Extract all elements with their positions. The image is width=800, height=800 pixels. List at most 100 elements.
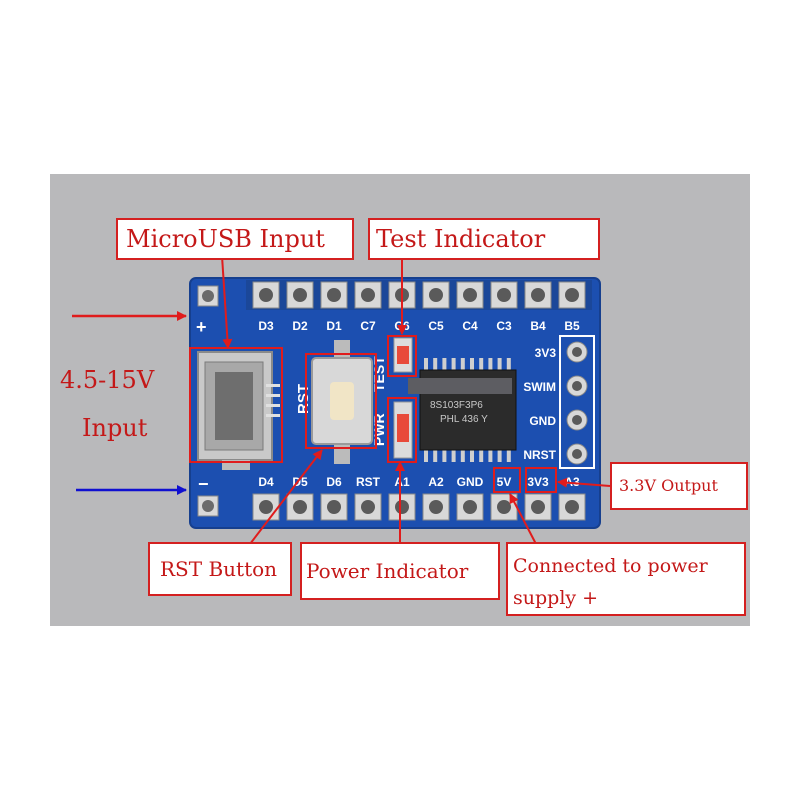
chip-pin [479, 450, 484, 462]
chip-pin [433, 450, 438, 462]
top-pin-hole [497, 288, 511, 302]
bottom-pin-pad [388, 493, 416, 521]
top-pin-label: C5 [428, 319, 444, 333]
top-pin-pad [524, 281, 552, 309]
right-pin-label: GND [529, 414, 556, 428]
top-pin-pad [320, 281, 348, 309]
test-led-highlight-box [387, 335, 417, 377]
right-pin-hole [572, 415, 582, 425]
chip-pin [497, 450, 502, 462]
top-pin-hole [361, 288, 375, 302]
chip-marking-2: PHL 436 Y [440, 414, 488, 425]
connected-line-1: Connected to power [513, 555, 708, 577]
top-pin-label: B4 [530, 319, 546, 333]
right-pin-label: SWIM [523, 380, 556, 394]
pin-3v3-highlight-box [525, 467, 557, 493]
supply-leader [509, 493, 537, 545]
chip-pin [506, 450, 511, 462]
chip-pin [424, 450, 428, 462]
chip-pin [479, 358, 484, 370]
chip-pin [433, 358, 438, 370]
top-pin-hole [463, 288, 477, 302]
bottom-pin-label: A3 [564, 475, 580, 489]
bottom-pin-hole [463, 500, 477, 514]
bottom-pin-label: A1 [394, 475, 410, 489]
right-pin-hole [572, 381, 582, 391]
rst-button-label: RST Button [148, 542, 292, 596]
bottom-pin-label: D5 [292, 475, 308, 489]
led-pwr [393, 401, 413, 459]
power-indicator-label: Power Indicator [300, 542, 500, 600]
pin-5v-highlight-box [493, 467, 521, 493]
chip-pin [451, 358, 456, 370]
bottom-pin-hole [565, 500, 579, 514]
chip-pin [460, 450, 465, 462]
bottom-pin-hole [327, 500, 341, 514]
chip-pin [506, 358, 511, 370]
test-silk-label: TEST [371, 356, 387, 392]
bottom-pin-hole [429, 500, 443, 514]
top-pin-label: D1 [326, 319, 342, 333]
top-pin-label: C4 [462, 319, 478, 333]
bottom-pin-label: 3V3 [527, 475, 549, 489]
usb-highlight-box [189, 347, 283, 463]
top-pin-hole [565, 288, 579, 302]
top-pin-label: B5 [564, 319, 580, 333]
input-voltage-label: 4.5-15V [60, 366, 155, 394]
connected-supply-label: Connected to power supply + [506, 542, 746, 616]
connected-line-2: supply + [513, 587, 599, 609]
chip-pin [470, 450, 474, 462]
chip-pin [488, 450, 493, 462]
minus-sign: − [198, 474, 209, 494]
top-pin-label: D2 [292, 319, 308, 333]
chip-marking-1: 8S103F3P6 [430, 400, 483, 411]
bottom-pin-hole [395, 500, 409, 514]
top-pin-pad [252, 281, 280, 309]
bottom-pin-pad [524, 493, 552, 521]
plus-sign: + [196, 317, 207, 337]
microusb-input-label: MicroUSB Input [116, 218, 354, 260]
top-pin-hole [327, 288, 341, 302]
mcu-chip: 8S103F3P6 PHL 436 Y [408, 358, 517, 462]
top-pin-hole [429, 288, 443, 302]
chip-pin [451, 450, 456, 462]
top-pin-label: C3 [496, 319, 512, 333]
top-header: D3D2D1C7C6C5C4C3B4B5 [246, 280, 592, 333]
led-test [393, 337, 413, 373]
chip-pin [488, 358, 493, 370]
bottom-pin-hole [293, 500, 307, 514]
bottom-pin-label: GND [457, 475, 484, 489]
input-word-label: Input [82, 414, 148, 442]
right-pin-hole [572, 347, 582, 357]
right-pin-label: 3V3 [535, 346, 557, 360]
chip-pin [460, 358, 465, 370]
chip-pin [424, 358, 428, 370]
bottom-header: D4 D5 D6 RST A1 A2 GND 5V 3V3 A3 [252, 475, 586, 521]
bottom-pin-label: A2 [428, 475, 444, 489]
top-pin-hole [259, 288, 273, 302]
test-indicator-label: Test Indicator [368, 218, 600, 260]
chip-pin [470, 358, 474, 370]
bottom-pin-hole [497, 500, 511, 514]
output-3v3-label: 3.3V Output [610, 462, 748, 510]
rst-silk-label: RST [295, 384, 312, 414]
top-pin-label: C7 [360, 319, 376, 333]
top-pin-hole [531, 288, 545, 302]
right-pin-hole [572, 449, 582, 459]
output-leader [557, 477, 611, 488]
top-pin-hole [293, 288, 307, 302]
bottom-pin-label: D4 [258, 475, 274, 489]
bottom-pin-label: D6 [326, 475, 342, 489]
chip-pin [497, 358, 502, 370]
bottom-pin-hole [259, 500, 273, 514]
top-pin-label: D3 [258, 319, 274, 333]
rst-leader [249, 449, 323, 545]
chip-pin [442, 450, 447, 462]
bottom-pin-label: 5V [497, 475, 512, 489]
pwr-silk-label: PWR [371, 413, 387, 446]
bottom-pin-label: RST [356, 475, 381, 489]
bottom-pin-hole [531, 500, 545, 514]
